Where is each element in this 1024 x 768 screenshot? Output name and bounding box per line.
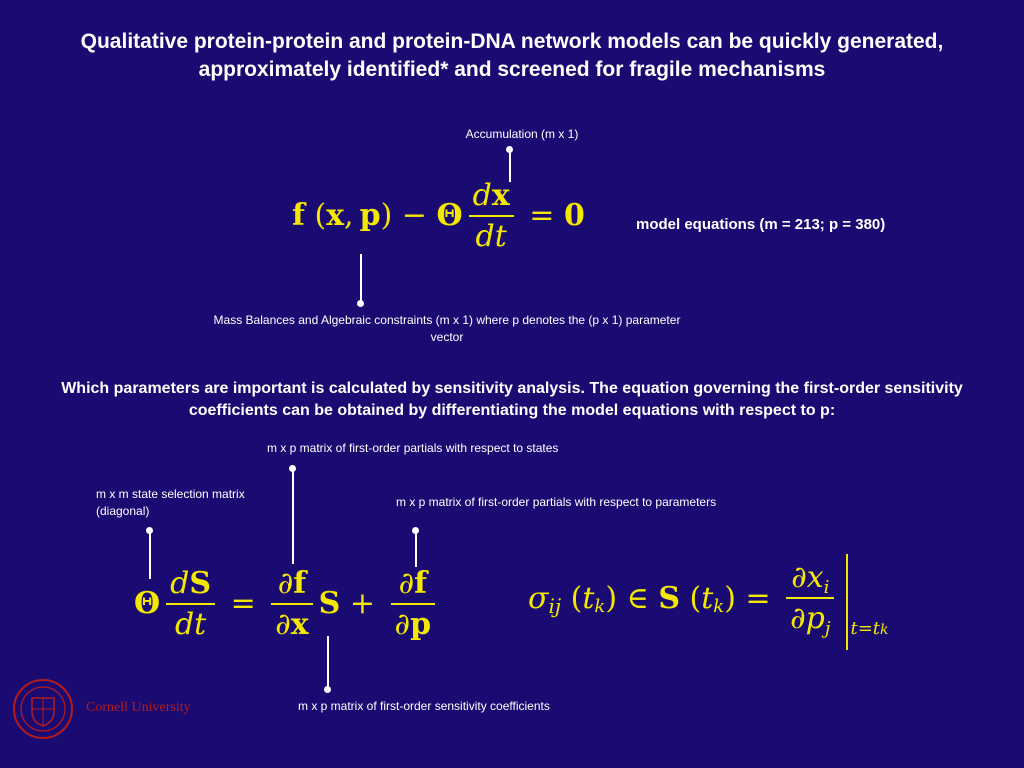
param-partials-label: m x p matrix of first-order partials wit… — [396, 495, 717, 509]
slide-title: Qualitative protein-protein and protein-… — [80, 30, 944, 81]
sensitivity-paragraph: Which parameters are important is calcul… — [61, 380, 963, 419]
mass-balance-label: Mass Balances and Algebraic constraints … — [213, 313, 681, 344]
state-partials-pin — [292, 470, 294, 564]
state-partials-label: m x p matrix of first-order partials wit… — [267, 441, 559, 455]
mass-balance-pin — [360, 254, 362, 302]
cornell-university-wordmark: Cornell University — [86, 700, 191, 715]
accumulation-pin-dot — [506, 146, 513, 153]
cornell-seal-logo — [13, 679, 73, 739]
state-partials-pin-dot — [289, 465, 296, 472]
sensitivity-coeffs-label: m x p matrix of first-order sensitivity … — [298, 699, 550, 713]
sensitivity-coeffs-pin — [327, 636, 329, 688]
mass-balance-pin-dot — [357, 300, 364, 307]
param-partials-pin-dot — [412, 527, 419, 534]
accumulation-label: Accumulation (m x 1) — [465, 127, 579, 141]
selection-matrix-pin — [149, 531, 151, 579]
accumulation-pin — [509, 150, 511, 182]
selection-matrix-label: m x m state selection matrix (diagonal) — [96, 487, 245, 518]
sensitivity-coeffs-pin-dot — [324, 686, 331, 693]
model-equations-label: model equations (m = 213; p = 380) — [636, 216, 886, 233]
selection-matrix-pin-dot — [146, 527, 153, 534]
param-partials-pin — [415, 531, 417, 567]
